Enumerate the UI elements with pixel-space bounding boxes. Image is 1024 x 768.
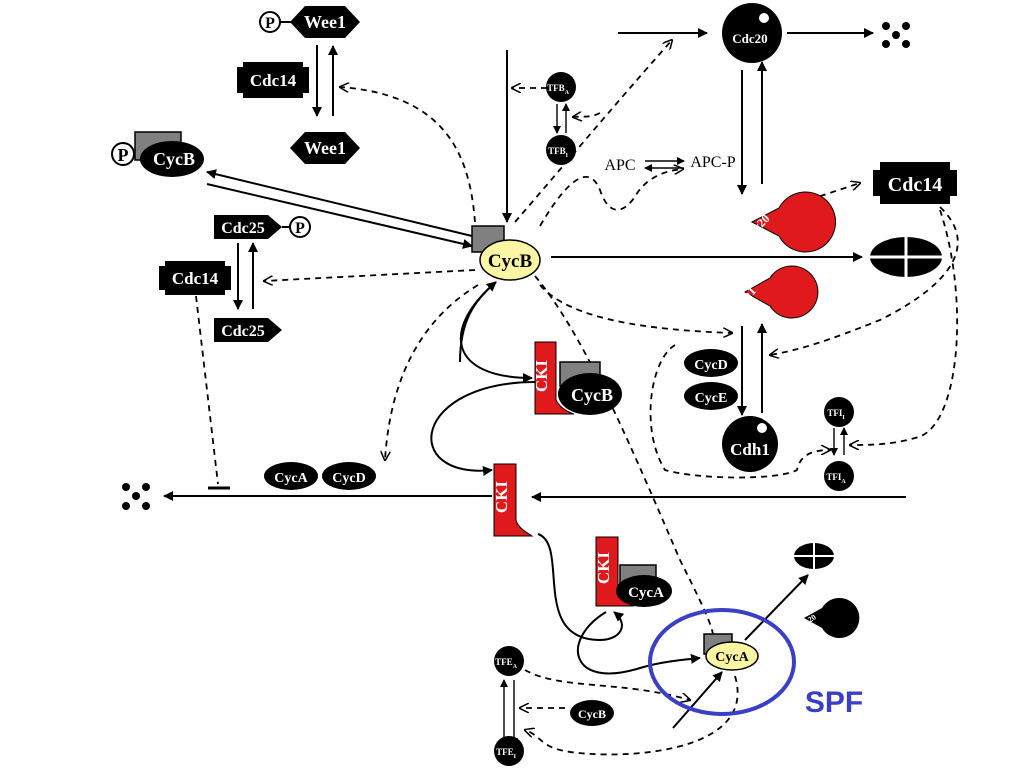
- svg-text:CycA: CycA: [715, 650, 749, 665]
- cdc20-inactive-node: Cdc20: [739, 191, 836, 253]
- tfe-inactive-node: TFEI: [494, 736, 524, 766]
- svg-text:CycD: CycD: [694, 358, 727, 373]
- cdc14-top-node: Cdc14: [237, 62, 309, 98]
- svg-text:CycA: CycA: [628, 585, 664, 601]
- cki-cycb-complex: CKI CycB: [532, 341, 622, 415]
- svg-text:TFIA: TFIA: [826, 472, 846, 485]
- svg-text:P: P: [295, 220, 305, 237]
- svg-text:Wee1: Wee1: [304, 138, 346, 158]
- svg-text:Cdc14: Cdc14: [250, 71, 297, 90]
- cyca-degraded-icon: [794, 543, 834, 569]
- cycb-cki-degradation-regulation: [385, 284, 479, 460]
- cki-cyca-association-arrow: [537, 533, 625, 642]
- cdc14-tfi-regulation: [850, 209, 958, 445]
- cyca-spf-complex: CycA: [703, 633, 759, 671]
- spf-circle: [648, 608, 796, 716]
- svg-text:CycB: CycB: [488, 251, 533, 272]
- svg-text:CKI: CKI: [594, 552, 613, 585]
- cyca-mid-node: CycA: [264, 462, 318, 490]
- wee1-phosphorylated-node: P Wee1: [259, 6, 360, 38]
- cdc14-inhibition-line: [195, 295, 219, 485]
- svg-text:Cdc14: Cdc14: [172, 269, 219, 288]
- tfb-inactive-node: TFBI: [546, 135, 576, 165]
- cki-cycb-association-arrow: [459, 281, 533, 383]
- degradation-products-icon: [882, 22, 910, 48]
- svg-text:P: P: [118, 145, 129, 165]
- cdc14-left-node: Cdc14: [159, 261, 231, 295]
- cdc14-right-node: Cdc14: [873, 162, 957, 204]
- cycb-cdc20-regulation: [514, 40, 672, 223]
- tfe-active-node: TFEA: [494, 646, 524, 676]
- cycb-degraded-icon: [870, 237, 942, 277]
- cki-cyca-complex: CKI CycA: [594, 536, 672, 607]
- phosphate-icon: [111, 142, 135, 166]
- cycb-wee1-regulation: [340, 87, 476, 223]
- svg-text:Cdc20: Cdc20: [732, 31, 767, 46]
- cycb-cdk-complex: CycB: [471, 225, 541, 281]
- cki-free-node: CKI: [492, 463, 534, 537]
- svg-text:Cdh1: Cdh1: [730, 440, 770, 459]
- svg-text:Cdc25: Cdc25: [221, 323, 265, 340]
- cycb-dephosphorylation-arrow: [206, 183, 473, 249]
- cycb-release-arrow: [459, 281, 497, 363]
- cycd-right-node: CycD: [684, 349, 738, 377]
- svg-text:CKI: CKI: [492, 481, 511, 514]
- tfi-active-node: TFIA: [824, 461, 854, 491]
- svg-text:TFEA: TFEA: [495, 657, 518, 670]
- svg-text:CycD: CycD: [332, 471, 365, 486]
- degradation-products-icon: [122, 483, 150, 510]
- tfi-inactive-node: TFII: [824, 397, 854, 427]
- cdc25-node: Cdc25: [214, 318, 282, 342]
- spf-label: SPF: [805, 686, 863, 719]
- svg-text:Cdc14: Cdc14: [888, 174, 942, 196]
- apc-label: APC: [604, 157, 635, 174]
- svg-text:TFBI: TFBI: [548, 146, 569, 159]
- cdc20-active-node: Cdc20: [722, 3, 782, 63]
- svg-text:TFBA: TFBA: [547, 83, 570, 96]
- cyca-tfe-regulation: [525, 675, 739, 756]
- phosphate-icon: [259, 11, 281, 33]
- cdh1-active-node: Cdh1: [722, 416, 778, 472]
- cdc25-phosphorylated-node: P Cdc25: [214, 215, 311, 239]
- svg-text:CycE: CycE: [695, 391, 728, 406]
- svg-text:TFEI: TFEI: [496, 747, 517, 760]
- cycb-tfb-regulation: [573, 113, 601, 117]
- svg-text:CycB: CycB: [571, 385, 613, 405]
- cycb-cdc25-regulation: [264, 269, 476, 281]
- cycb-phosphorylation-arrow: [206, 169, 473, 237]
- cyca-synthesis-arrow: [672, 671, 723, 729]
- cyce-right-node: CycE: [684, 382, 738, 410]
- phosphate-icon: [289, 216, 311, 238]
- cycd-cyce-tfi-regulation: [649, 344, 830, 479]
- svg-text:P: P: [265, 15, 275, 32]
- apc-p-label: APC-P: [690, 154, 735, 171]
- wee1-node: Wee1: [290, 132, 360, 164]
- svg-text:CycA: CycA: [274, 471, 308, 486]
- svg-text:Cdc25: Cdc25: [221, 220, 265, 237]
- svg-text:Wee1: Wee1: [304, 12, 346, 32]
- cki-cycb-dissociation-arrow: [430, 380, 541, 476]
- cdc20-small-node: Cdc20: [795, 597, 860, 638]
- cyca-spf-formation-arrow: [577, 611, 701, 675]
- svg-text:CycB: CycB: [153, 149, 195, 169]
- cycb-apc-regulation: [539, 169, 683, 227]
- cycb-small-node: CycB: [570, 700, 614, 726]
- cyca-degradation-arrow: [744, 574, 809, 641]
- cdh1-inactive-node: Cdh1: [727, 265, 819, 319]
- cdc14-cdh1-regulation: [770, 206, 959, 355]
- cycb-phosphorylated-complex: P CycB: [111, 131, 204, 177]
- tfb-active-node: TFBA: [546, 72, 576, 102]
- cycd-mid-node: CycD: [322, 462, 376, 490]
- svg-text:CKI: CKI: [532, 360, 551, 393]
- svg-text:TFII: TFII: [827, 408, 845, 421]
- svg-text:CycB: CycB: [578, 707, 606, 721]
